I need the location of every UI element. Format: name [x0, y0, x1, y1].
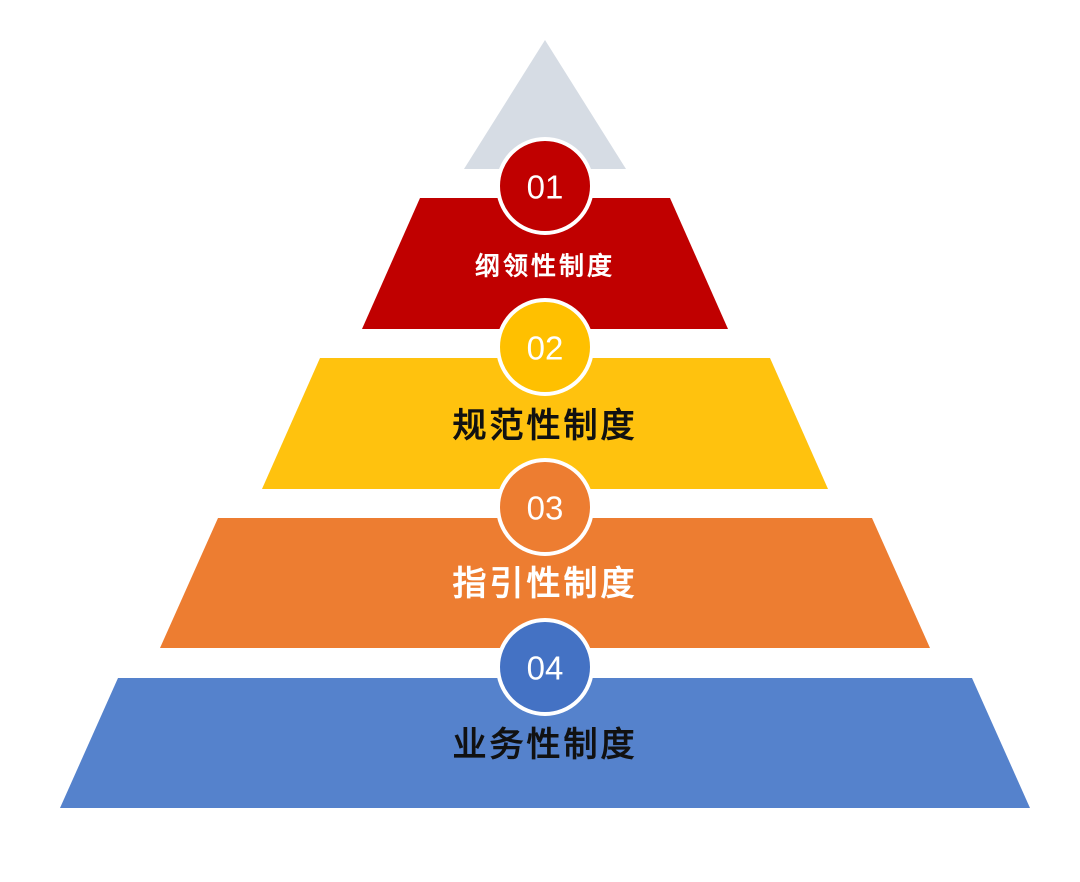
tier-1-band — [362, 198, 728, 329]
tier-2-badge — [496, 298, 594, 396]
tier-4-number: 04 — [527, 650, 564, 687]
tier-3-label: 指引性制度 — [453, 564, 638, 604]
tier-2-label: 规范性制度 — [453, 406, 638, 446]
tier-2-number: 02 — [527, 330, 564, 367]
tier-4-band — [60, 678, 1030, 808]
tier-1-number: 01 — [527, 169, 564, 206]
tier-3-number: 03 — [527, 490, 564, 527]
tier-3-badge — [496, 458, 594, 556]
tier-4-label: 业务性制度 — [453, 725, 638, 765]
tier-3-band — [160, 518, 930, 648]
tier-1-badge — [496, 137, 594, 235]
tier-1-label: 纲领性制度 — [475, 252, 615, 281]
tier-2-band — [262, 358, 828, 489]
tier-4-badge — [496, 618, 594, 716]
pyramid-apex — [464, 40, 626, 169]
